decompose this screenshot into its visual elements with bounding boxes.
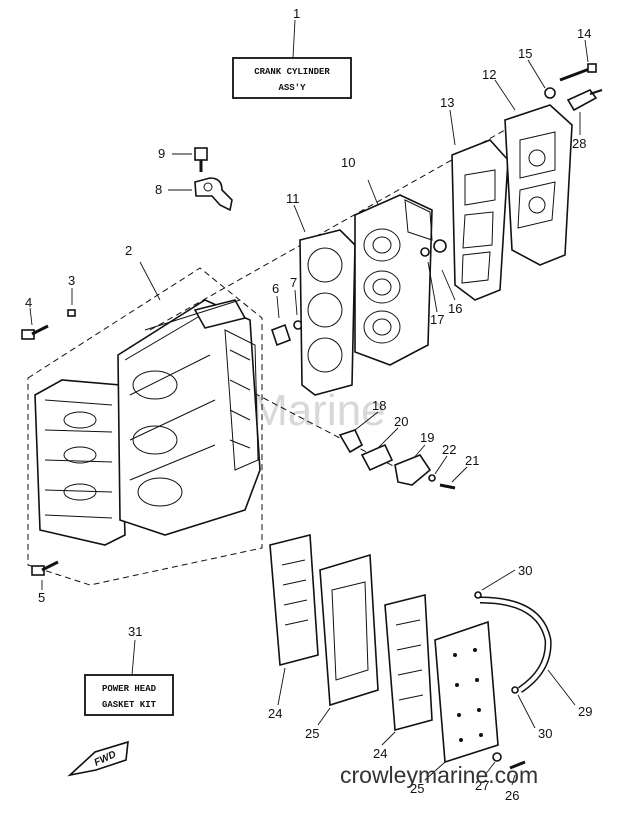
callout-30-top: 30 [518, 563, 532, 578]
head-cover-12 [494, 79, 573, 266]
callout-24-right: 24 [373, 746, 387, 761]
exhaust-outer-cover [424, 620, 499, 781]
exhaust-gasket-24-right [381, 593, 433, 746]
callout-24-left: 24 [268, 706, 282, 721]
power-head-gasket-kit-box: POWER HEAD GASKET KIT [84, 639, 174, 716]
callout-30-bottom: 30 [538, 726, 552, 741]
thermo-sensor-28 [566, 89, 603, 135]
callout-16: 16 [448, 301, 462, 316]
washer-27 [484, 752, 502, 776]
callout-20: 20 [394, 414, 408, 429]
gasket-kit-label: GASKET KIT [102, 700, 157, 710]
callout-15: 15 [518, 46, 532, 61]
clamp-bracket-8 [168, 177, 233, 212]
clip-30-top [474, 569, 516, 599]
callout-7: 7 [290, 275, 297, 290]
callout-14: 14 [577, 26, 591, 41]
bolt-26 [509, 760, 526, 786]
head-cover-gasket-13 [449, 109, 509, 301]
cylinder-block-assembly [27, 267, 263, 586]
callout-numbers: 1 2 3 4 5 6 7 8 9 10 11 12 13 14 15 16 1… [25, 6, 592, 803]
washer-22 [428, 455, 448, 482]
callout-28: 28 [572, 136, 586, 151]
dowel-pin-3 [67, 288, 76, 317]
plate-6 [270, 295, 292, 347]
callout-22: 22 [442, 442, 456, 457]
callout-9: 9 [158, 146, 165, 161]
gasket-17 [420, 247, 438, 313]
callout-31: 31 [128, 624, 142, 639]
callout-25-left: 25 [305, 726, 319, 741]
crank-cylinder-label: CRANK CYLINDER [254, 67, 330, 77]
exhaust-inner-plate-25-left [317, 553, 379, 726]
callout-19: 19 [420, 430, 434, 445]
callout-26: 26 [505, 788, 519, 803]
callout-12: 12 [482, 67, 496, 82]
callout-29: 29 [578, 704, 592, 719]
bolt-14 [559, 39, 597, 82]
callout-17: 17 [430, 312, 444, 327]
plug-16 [433, 239, 456, 301]
callout-13: 13 [440, 95, 454, 110]
callout-3: 3 [68, 273, 75, 288]
callout-18: 18 [372, 398, 386, 413]
head-gasket-11 [293, 204, 356, 396]
forward-arrow-icon: FWD [67, 740, 129, 777]
callout-8: 8 [155, 182, 162, 197]
washer-15 [527, 59, 556, 99]
crank-cylinder-assy-box: CRANK CYLINDER ASS'Y [232, 19, 352, 99]
leader-2 [139, 261, 161, 301]
crank-assy-label: ASS'Y [278, 83, 306, 93]
clip-30-bottom [511, 686, 536, 729]
callout-6: 6 [272, 281, 279, 296]
callout-1: 1 [293, 6, 300, 21]
alignment-line [149, 129, 506, 331]
callout-2: 2 [125, 243, 132, 258]
bolt-5 [31, 560, 59, 590]
website-url: crowleymarine.com [340, 762, 538, 788]
bolt-4 [21, 307, 49, 340]
callout-10: 10 [341, 155, 355, 170]
callout-27: 27 [475, 778, 489, 793]
cylinder-head-10 [354, 179, 433, 366]
callout-5: 5 [38, 590, 45, 605]
callout-11: 11 [286, 191, 300, 206]
cover-19 [394, 444, 432, 486]
callout-4: 4 [25, 295, 32, 310]
exhaust-gasket-24-left [269, 533, 319, 706]
power-head-label: POWER HEAD [102, 684, 157, 694]
callout-25-right: 25 [410, 781, 424, 796]
thermostat-18 [338, 411, 379, 454]
callout-21: 21 [465, 453, 479, 468]
bolt-21 [439, 466, 468, 490]
hose-29 [479, 596, 576, 706]
bolt-9 [172, 147, 208, 172]
gasket-20 [360, 427, 399, 472]
